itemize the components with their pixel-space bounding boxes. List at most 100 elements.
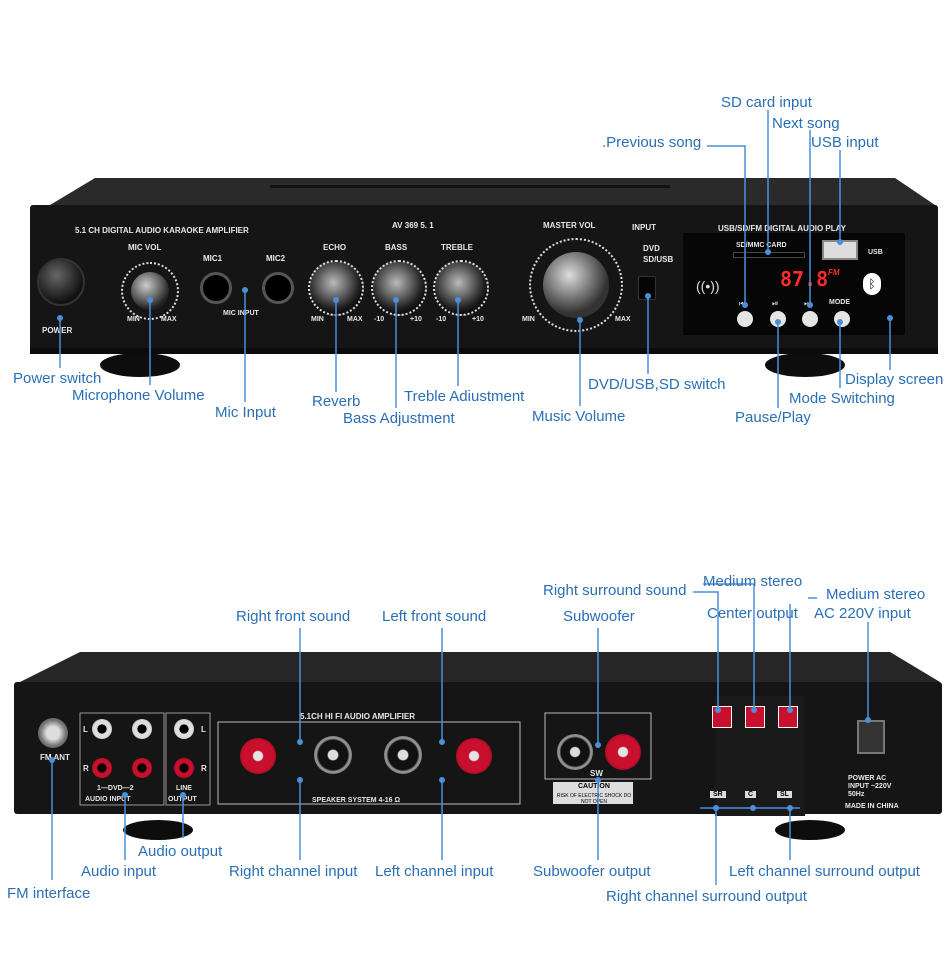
caution-title: CAUTION bbox=[578, 783, 610, 790]
callout-subwoofer: Subwoofer bbox=[563, 608, 635, 625]
callout-mic-input: Mic Input bbox=[215, 404, 276, 421]
left-front-red-terminal[interactable] bbox=[456, 738, 492, 774]
callout-bass-adjustment: Bass Adjustment bbox=[343, 410, 455, 427]
usb-panel-title: USB/SD/FM DIGITAL AUDIO PLAY bbox=[718, 224, 847, 233]
usb-port[interactable] bbox=[822, 240, 858, 260]
callout-reverb: Reverb bbox=[312, 393, 361, 410]
surround-c-terminal[interactable] bbox=[745, 706, 765, 728]
model-label: AV 369 5. 1 bbox=[392, 221, 434, 230]
c-label: C bbox=[745, 791, 757, 798]
wireless-icon: ((•)) bbox=[696, 278, 720, 294]
callout-right-channel-surround-output: Right channel surround output bbox=[606, 888, 807, 905]
sd-card-label: SD/MMC CARD bbox=[736, 242, 787, 249]
callout-right-surround-sound: Right surround sound bbox=[543, 582, 687, 599]
master-vol-label: MASTER VOL bbox=[543, 221, 596, 230]
output-label: OUTPUT bbox=[168, 796, 197, 803]
sr-label: SR bbox=[710, 791, 726, 798]
hifi-title: 5.1CH HI FI AUDIO AMPLIFIER bbox=[300, 712, 415, 721]
sw-label: SW bbox=[590, 769, 603, 778]
input-r-label: R bbox=[83, 764, 89, 773]
callout-previous-song: .Previous song bbox=[602, 134, 702, 151]
fm-antenna-jack[interactable] bbox=[38, 718, 68, 748]
made-in-label: MADE IN CHINA bbox=[845, 803, 899, 810]
line-output-r-jack[interactable] bbox=[174, 758, 194, 778]
callout-music-volume: Music Volume bbox=[532, 408, 626, 425]
callout-left-channel-input: Left channel input bbox=[375, 863, 494, 880]
dvd-label: DVD bbox=[643, 244, 660, 253]
mode-label: MODE bbox=[829, 299, 850, 306]
callout-ac-220v-input: AC 220V input bbox=[814, 605, 911, 622]
input-switch-button[interactable] bbox=[638, 276, 656, 300]
audio-input-l1-jack[interactable] bbox=[92, 719, 112, 739]
speaker-system-label: SPEAKER SYSTEM 4-16 Ω bbox=[312, 797, 401, 804]
callout-right-front-sound: Right front sound bbox=[236, 608, 351, 625]
ac-power-label: POWER AC INPUT ~220V 50Hz bbox=[848, 775, 892, 798]
previous-button[interactable] bbox=[737, 311, 753, 327]
master-volume-knob[interactable] bbox=[529, 238, 623, 332]
callout-pause-play: Pause/Play bbox=[735, 409, 811, 426]
mic-input-label: MIC INPUT bbox=[223, 310, 259, 317]
surround-sl-terminal[interactable] bbox=[778, 706, 798, 728]
front-panel-title: 5.1 CH DIGITAL AUDIO KARAOKE AMPLIFIER bbox=[75, 226, 249, 235]
callout-microphone-volume: Microphone Volume bbox=[72, 387, 205, 404]
power-knob[interactable] bbox=[37, 258, 85, 306]
treble-plus: +10 bbox=[472, 316, 484, 323]
bass-label: BASS bbox=[385, 243, 408, 252]
master-volume-knob-cap bbox=[543, 252, 609, 318]
callout-medium-stereo-2: Medium stereo bbox=[826, 586, 926, 603]
mic-volume-knob-cap bbox=[131, 272, 169, 310]
line-output-l-jack[interactable] bbox=[174, 719, 194, 739]
audio-input-r2-jack[interactable] bbox=[132, 758, 152, 778]
audio-input-label: AUDIO INPUT bbox=[85, 796, 131, 803]
callout-left-front-sound: Left front sound bbox=[382, 608, 487, 625]
front-panel-device bbox=[30, 178, 938, 377]
mic-vol-min: MIN bbox=[127, 316, 140, 323]
previous-icon: ⏮ bbox=[739, 299, 747, 308]
audio-input-r1-jack[interactable] bbox=[92, 758, 112, 778]
mic2-label: MIC2 bbox=[266, 254, 286, 263]
right-front-black-terminal[interactable] bbox=[314, 736, 352, 774]
callout-center-output: Center output bbox=[707, 605, 798, 622]
echo-knob[interactable] bbox=[308, 260, 364, 316]
subwoofer-red-terminal[interactable] bbox=[605, 734, 641, 770]
treble-label: TREBLE bbox=[441, 243, 473, 252]
sd-card-slot[interactable] bbox=[733, 252, 805, 258]
master-max: MAX bbox=[615, 316, 631, 323]
callout-audio-output: Audio output bbox=[138, 843, 223, 860]
echo-min: MIN bbox=[311, 316, 324, 323]
input-l-label: L bbox=[83, 725, 88, 734]
bluetooth-icon: ᛒ bbox=[863, 273, 881, 295]
subwoofer-black-terminal[interactable] bbox=[557, 734, 593, 770]
treble-minus: -10 bbox=[436, 316, 447, 323]
surround-sr-terminal[interactable] bbox=[712, 706, 732, 728]
callout-fm-interface: FM interface bbox=[7, 885, 91, 902]
mode-button[interactable] bbox=[834, 311, 850, 327]
treble-knob[interactable] bbox=[433, 260, 489, 316]
callout-display-screen: Display screen bbox=[845, 371, 944, 388]
callout-medium-stereo-1: Medium stereo bbox=[703, 573, 803, 590]
callout-sd-card-input: SD card input bbox=[721, 94, 812, 111]
mic1-label: MIC1 bbox=[203, 254, 223, 263]
left-front-black-terminal[interactable] bbox=[384, 736, 422, 774]
next-icon: ⏭ bbox=[804, 299, 812, 308]
bass-plus: +10 bbox=[410, 316, 422, 323]
sdusb-label: SD/USB bbox=[643, 255, 674, 264]
sl-label: SL bbox=[777, 791, 792, 798]
bass-knob[interactable] bbox=[371, 260, 427, 316]
power-label: POWER bbox=[42, 326, 73, 335]
echo-label: ECHO bbox=[323, 243, 347, 252]
callout-left-channel-surround-output: Left channel surround output bbox=[729, 863, 920, 880]
mic1-jack[interactable] bbox=[200, 272, 232, 304]
callout-subwoofer-output: Subwoofer output bbox=[533, 863, 651, 880]
mic-vol-max: MAX bbox=[161, 316, 177, 323]
callout-right-channel-input: Right channel input bbox=[229, 863, 358, 880]
right-front-red-terminal[interactable] bbox=[240, 738, 276, 774]
callout-mode-switching: Mode Switching bbox=[789, 390, 895, 407]
master-min: MIN bbox=[522, 316, 535, 323]
audio-input-l2-jack[interactable] bbox=[132, 719, 152, 739]
callout-next-song: Next song bbox=[772, 115, 840, 132]
mic2-jack[interactable] bbox=[262, 272, 294, 304]
play-pause-button[interactable] bbox=[770, 311, 786, 327]
next-button[interactable] bbox=[802, 311, 818, 327]
ac-power-socket[interactable] bbox=[857, 720, 885, 754]
